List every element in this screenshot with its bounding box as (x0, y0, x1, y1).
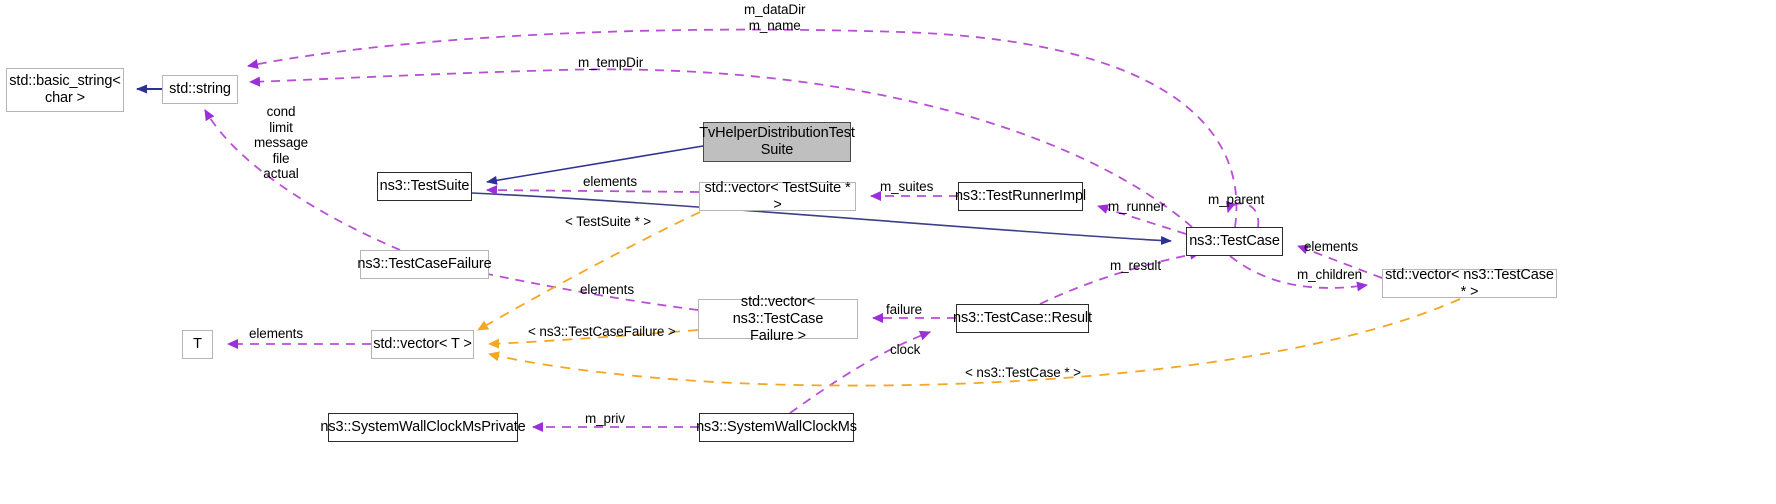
edge-testcase-m-result (1039, 249, 1201, 305)
edge-testsuite-testcase (471, 192, 1172, 245)
edge-label-elements-testsuite: elements (583, 174, 637, 189)
edge-string-failure-fields (204, 109, 401, 251)
edge-result-clock (789, 330, 931, 414)
edge-label-m-children: m_children (1297, 267, 1363, 282)
edge-label-failure: failure (886, 302, 923, 317)
node-std-vector-ns3-testcase-ptr[interactable]: std::vector< ns3::TestCase * > (1382, 267, 1557, 300)
node-ns3-testcase-result[interactable]: ns3::TestCase::Result (953, 304, 1092, 333)
edge-label-template-testcasefailure: < ns3::TestCaseFailure > (528, 324, 676, 339)
node-ns3-testsuite[interactable]: ns3::TestSuite (377, 172, 472, 201)
node-ns3-testcasefailure[interactable]: ns3::TestCaseFailure (357, 250, 492, 279)
edge-testcase-m-children (1229, 255, 1368, 292)
node-ns3-testrunnerimpl[interactable]: ns3::TestRunnerImpl (955, 182, 1086, 211)
edge-label-elements-testcasefailure: elements (580, 282, 634, 297)
edge-label-m-datadir-m-name: m_dataDir m_name (744, 2, 806, 33)
edge-label-template-testsuite-ptr: < TestSuite * > (565, 214, 652, 229)
edge-label-elements-t: elements (249, 326, 303, 341)
edge-template-testsuite-ptr (477, 211, 701, 331)
edge-label-m-parent: m_parent (1208, 192, 1265, 207)
edge-string-tempDir (249, 68, 1193, 228)
node-ns3-testcase[interactable]: ns3::TestCase (1186, 227, 1283, 256)
edge-label-elements-testcase: elements (1304, 239, 1358, 254)
edge-testcasefailure-elements (477, 269, 699, 311)
node-std-vector-t[interactable]: std::vector< T > (371, 330, 474, 359)
edge-label-m-result: m_result (1110, 258, 1161, 273)
node-std-vector-testsuite-ptr[interactable]: std::vector< TestSuite * > (699, 180, 856, 213)
node-template-parameter-t[interactable]: T (182, 330, 213, 359)
edge-template-testcase-ptr (488, 298, 1461, 387)
edge-label-clock: clock (890, 342, 921, 357)
node-std-basic-string[interactable]: std::basic_string< char > (6, 68, 124, 112)
edge-label-m-priv: m_priv (585, 411, 625, 426)
node-tvhelperdistributiontestsuite[interactable]: TvHelperDistributionTest Suite (699, 122, 855, 162)
inheritance-edges (136, 84, 1172, 245)
edge-testsuite-elements (486, 185, 700, 196)
edge-label-m-runner: m_runner (1108, 199, 1165, 214)
edge-label-template-testcase-ptr: < ns3::TestCase * > (965, 365, 1081, 380)
node-std-vector-ns3-testcasefailure[interactable]: std::vector< ns3::TestCase Failure > (698, 294, 858, 344)
edge-testsuite-tvhelper (486, 145, 704, 185)
node-ns3-systemwallclockms[interactable]: ns3::SystemWallClockMs (696, 413, 857, 442)
edge-testcase-m-parent (1225, 201, 1260, 228)
usage-edges (204, 28, 1383, 432)
edge-template-testcasefailure (488, 329, 699, 349)
edge-label-failure-fields: cond limit message file actual (253, 104, 309, 181)
edge-label-m-tempdir: m_tempDir (578, 55, 644, 70)
template-edges (477, 211, 1461, 387)
edge-string-dataDir-name (247, 28, 1238, 228)
node-ns3-systemwallclockmsprivate[interactable]: ns3::SystemWallClockMsPrivate (320, 413, 526, 442)
edge-label-m-suites: m_suites (880, 179, 934, 194)
node-std-string[interactable]: std::string (162, 75, 238, 104)
